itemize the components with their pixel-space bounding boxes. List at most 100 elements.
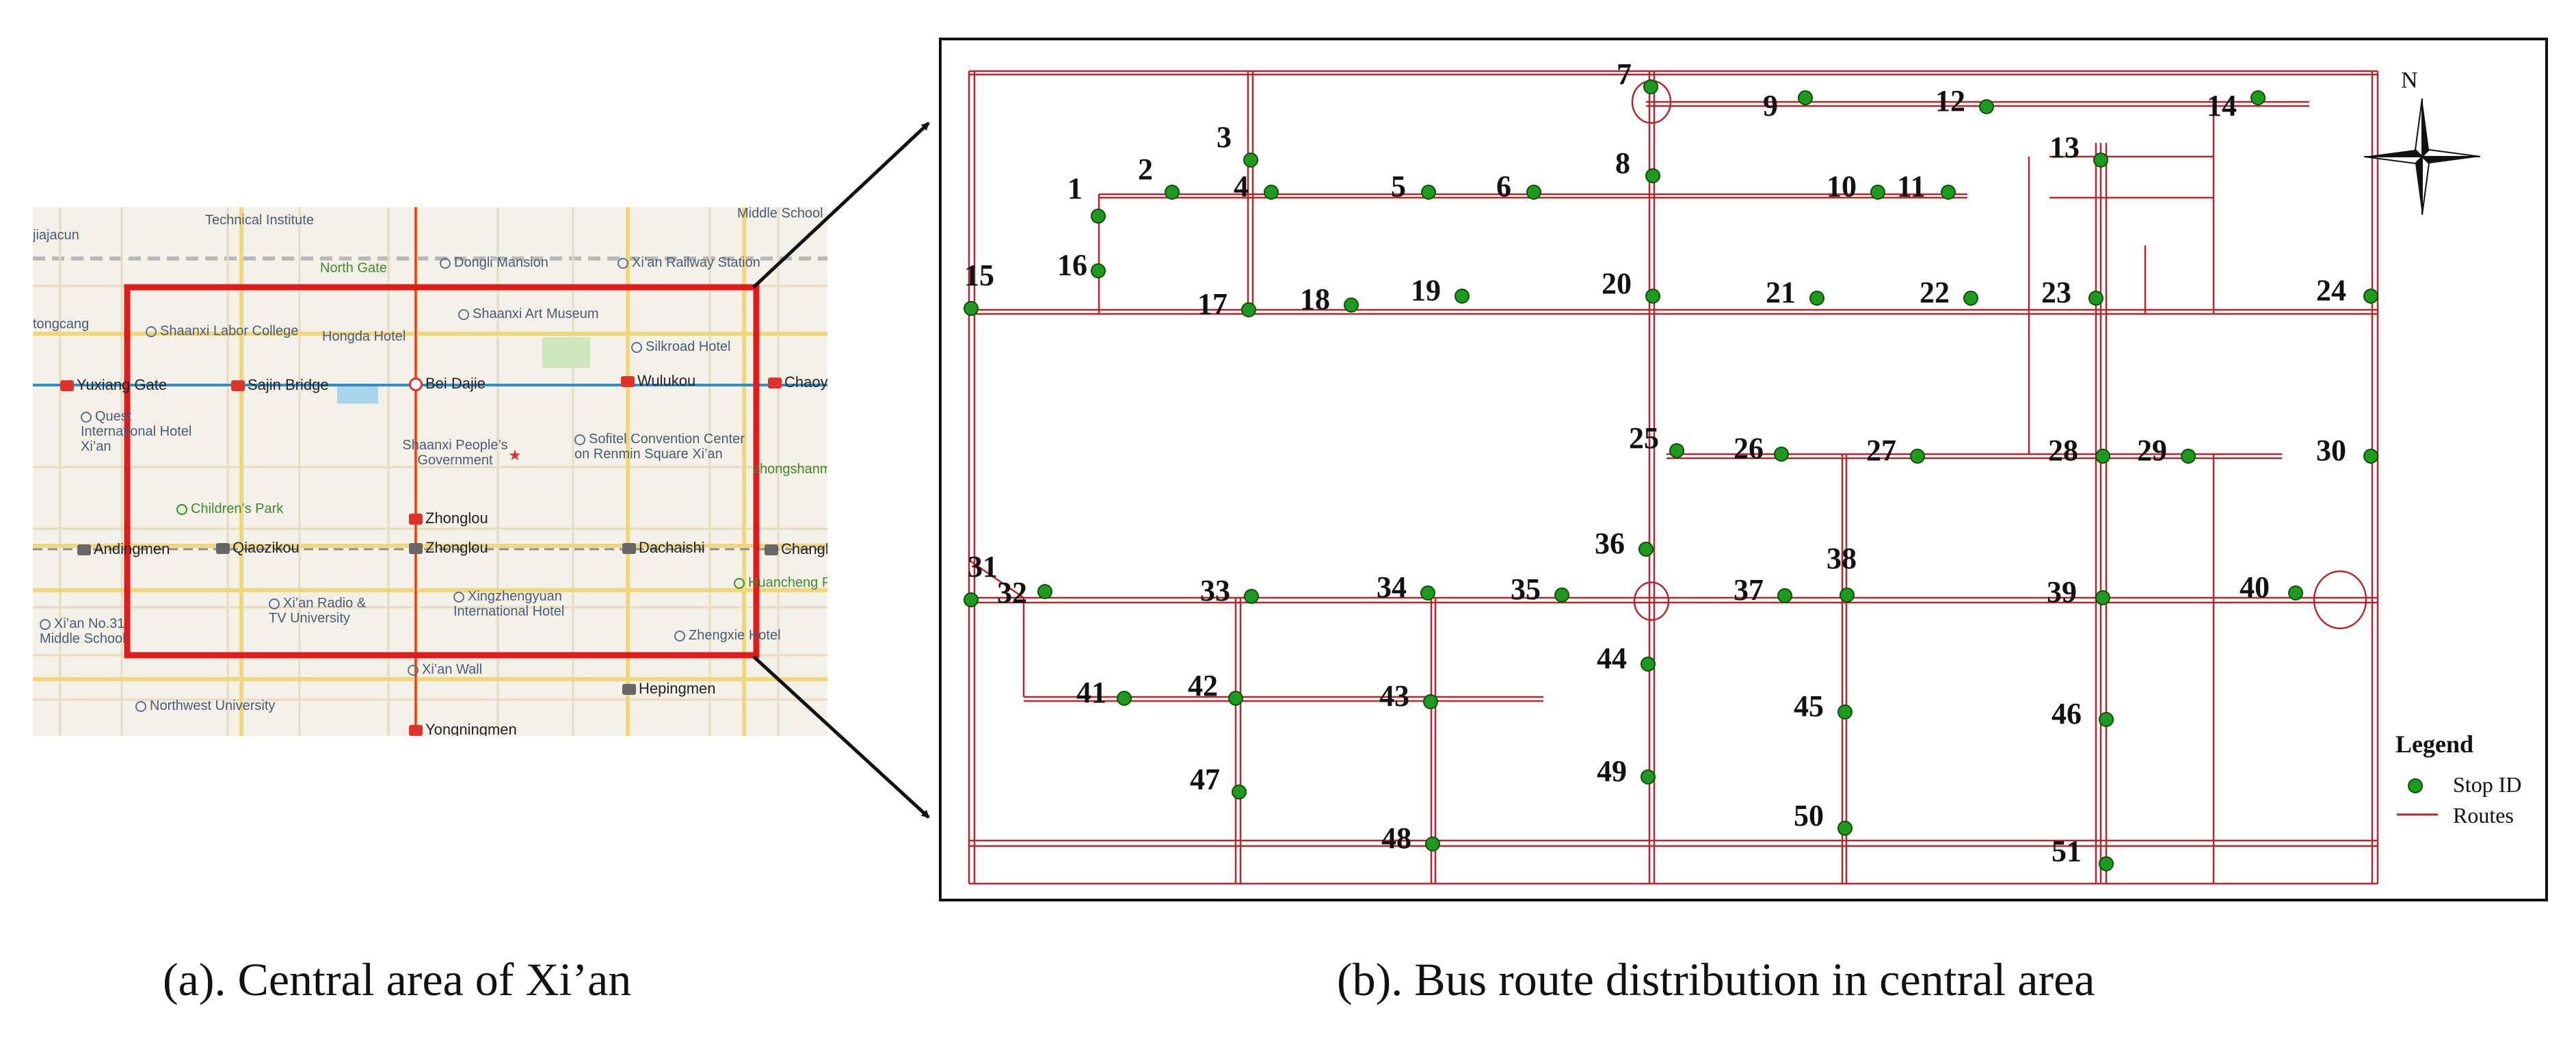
place-shaanxi-art-museum: Shaanxi Art Museum [458, 306, 599, 321]
place-xian-wall: Xi’an Wall [408, 662, 482, 677]
place-quest-hotel-label: Quest International Hotel Xi’an [81, 409, 192, 454]
hotel-icon [674, 631, 685, 642]
place-xian-no31-label: Xi’an No.31 Middle School [40, 616, 126, 646]
bus-stop-label: 45 [1794, 689, 1824, 723]
bus-stop-label: 18 [1300, 282, 1330, 316]
place-northwest-university-label: Northwest University [150, 698, 276, 713]
place-hongda-hotel-label: Hongda Hotel [322, 329, 406, 344]
metro-icon [60, 380, 74, 391]
caption-a: (a). Central area of Xi’an [163, 953, 632, 1005]
bus-stop-5 [1421, 185, 1436, 200]
station-hepingmen: Hepingmen [622, 681, 716, 697]
bus-stop-37 [1777, 588, 1792, 603]
bus-stop-label: 8 [1615, 146, 1630, 180]
bus-stop-label: 6 [1496, 170, 1511, 203]
place-technical-institute: Technical Institute [205, 213, 314, 228]
metro-icon [409, 725, 423, 736]
bus-stop-label: 43 [1379, 679, 1409, 713]
bus-stop-14 [2250, 90, 2266, 105]
bus-stop-10 [1870, 185, 1885, 200]
bus-stop-label: 38 [1827, 542, 1857, 575]
place-xingzhengyuan-hotel: Xingzhengyuan International Hotel [453, 589, 604, 619]
bus-stop-label: 47 [1190, 763, 1220, 796]
station-zhonglou-gray: Zhonglou [409, 540, 488, 556]
station-changle: Changl [765, 541, 827, 557]
station-qiaozikou-label: Qiaozikou [233, 539, 300, 556]
bus-stop-25 [1669, 443, 1684, 458]
bus-stop-26 [1774, 447, 1789, 462]
place-shaanxi-labor-college: Shaanxi Labor College [146, 324, 298, 339]
building-icon [440, 258, 451, 269]
bus-stop-28 [2095, 449, 2110, 464]
connector-arrow-top [752, 122, 930, 289]
station-zhonglou-red: Zhonglou [409, 510, 488, 527]
bus-stop-18 [1344, 298, 1359, 313]
bus-stop-44 [1641, 657, 1656, 672]
bus-route-segment [968, 559, 1024, 599]
school-icon [135, 701, 146, 712]
station-dachaishi-label: Dachaishi [639, 539, 705, 556]
bus-stop-51 [2099, 856, 2114, 871]
bus-stop-42 [1228, 691, 1243, 706]
bus-stop-45 [1837, 704, 1853, 719]
caption-b: (b). Bus route distribution in central a… [1337, 953, 2095, 1005]
bus-stop-label: 14 [2207, 89, 2237, 122]
bus-stop-label: 10 [1827, 170, 1857, 203]
school-icon [40, 619, 51, 630]
place-childrens-park: Children’s Park [176, 501, 283, 516]
bus-stop-label: 2 [1138, 153, 1153, 186]
bus-stop-43 [1423, 694, 1438, 709]
place-tongcang: tongcang [33, 317, 90, 332]
metro-icon [768, 378, 782, 388]
station-yuxiang-gate-label: Yuxiang Gate [77, 376, 168, 393]
place-childrens-park-label: Children’s Park [191, 501, 284, 516]
bus-stop-label: 15 [964, 259, 994, 292]
bus-stop-label: 25 [1629, 421, 1659, 455]
bus-stop-label: 50 [1794, 799, 1824, 832]
place-north-gate: North Gate [320, 261, 387, 276]
bus-stop-label: 40 [2240, 570, 2270, 604]
bus-stop-7 [1643, 79, 1658, 94]
school-icon [146, 326, 157, 337]
bus-stop-39 [2095, 590, 2110, 605]
place-middle-school: Middle School [737, 207, 823, 221]
bus-stop-13 [2093, 153, 2108, 168]
bus-routes-network [964, 70, 2379, 885]
bus-stop-label: 13 [2049, 131, 2080, 164]
place-hongda-hotel: Hongda Hotel [322, 329, 406, 344]
station-sajin-bridge-label: Sajin Bridge [248, 376, 329, 393]
legend-title: Legend [2395, 730, 2474, 758]
station-wulukou: Wulukou [621, 373, 695, 389]
school-icon [269, 598, 280, 609]
bus-stop-47 [1232, 784, 1247, 800]
city-map-panel: ★ Technical Institute Middle School jiaj… [33, 207, 827, 736]
bus-stop-2 [1165, 185, 1180, 200]
metro-icon [409, 543, 423, 554]
bus-stop-label: 31 [968, 550, 998, 583]
bus-stop-11 [1941, 185, 1956, 200]
place-radio-tv-university-label: Xi’an Radio & TV University [269, 596, 367, 626]
hotel-icon [574, 434, 585, 445]
bus-stop-label: 26 [1734, 432, 1764, 465]
bus-stop-32 [1037, 584, 1052, 599]
place-silkroad-hotel: Silkroad Hotel [631, 339, 731, 354]
bus-stop-36 [1638, 542, 1654, 557]
bus-stop-41 [1117, 691, 1132, 706]
place-xingzhengyuan-hotel-label: Xingzhengyuan International Hotel [453, 589, 565, 619]
bus-stop-label: 49 [1597, 754, 1627, 788]
station-yongningmen-label: Yongningmen [425, 721, 517, 737]
place-zhengxie-hotel-label: Zhengxie Hotel [689, 628, 781, 643]
bus-stop-label: 17 [1197, 287, 1227, 321]
bus-stop-6 [1526, 185, 1541, 200]
bus-stop-label: 48 [1381, 821, 1411, 855]
bus-stop-46 [2099, 712, 2114, 727]
place-huancheng-park: Huancheng P [734, 575, 827, 590]
bus-stop-label: 36 [1595, 527, 1625, 560]
metro-icon [621, 376, 635, 387]
station-zhonglou-red-label: Zhonglou [425, 510, 488, 527]
place-jiajacun: jiajacun [33, 228, 79, 243]
compass-north-label: N [2401, 68, 2418, 93]
bus-stop-49 [1641, 769, 1656, 784]
station-qiaozikou: Qiaozikou [216, 540, 300, 556]
